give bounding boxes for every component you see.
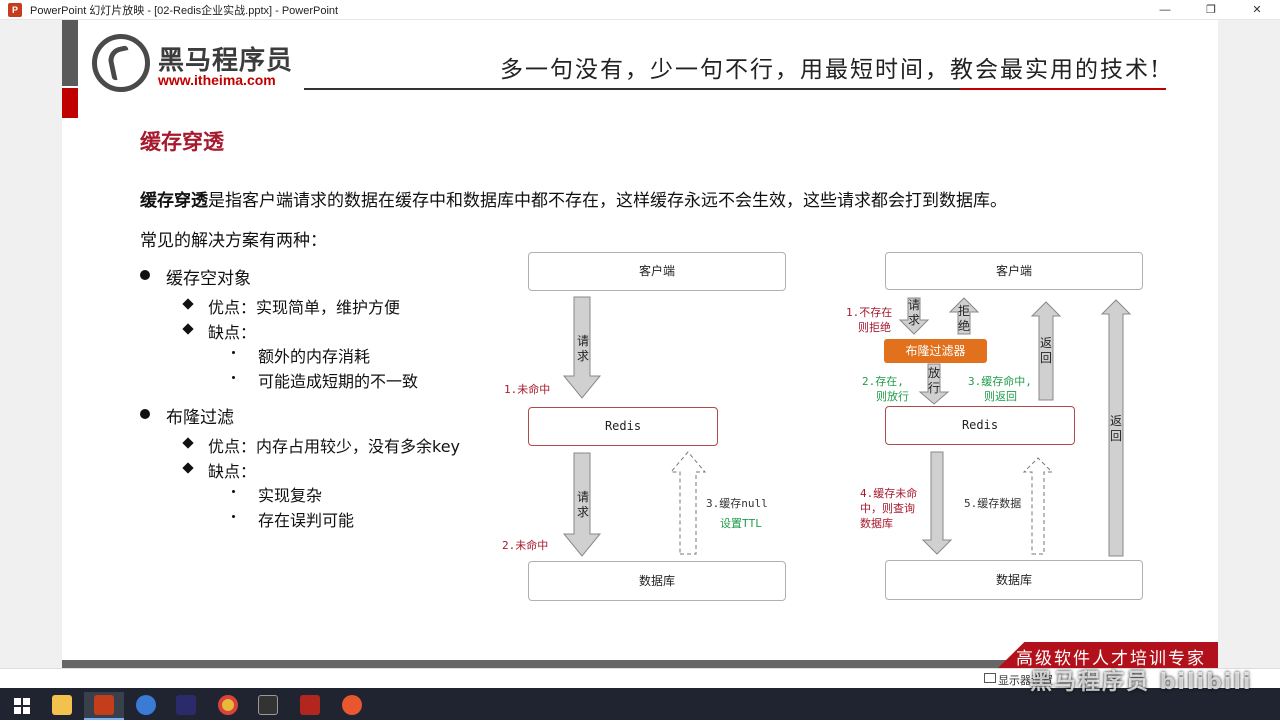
step-label: 3.缓存命中, xyxy=(968,375,1032,388)
app-icon[interactable] xyxy=(332,692,372,720)
restore-button[interactable]: ❐ xyxy=(1206,4,1216,16)
database-box: 数据库 xyxy=(528,561,786,601)
solution-con: 实现复杂 xyxy=(258,486,323,505)
redis-icon[interactable] xyxy=(290,692,330,720)
arrow-label: 放行 xyxy=(927,366,940,395)
minimize-button[interactable]: — xyxy=(1159,4,1171,16)
footer-tagline: 高级软件人才培训专家 xyxy=(1016,649,1206,668)
window-titlebar: P PowerPoint 幻灯片放映 - [02-Redis企业实战.pptx]… xyxy=(0,0,1280,20)
client-box-right: 客户端 xyxy=(885,252,1143,290)
arrow-cache-data xyxy=(1022,457,1054,555)
footer-bar xyxy=(62,660,1218,668)
slogan: 多一句没有，少一句不行，用最短时间，教会最实用的技术! xyxy=(500,57,1162,83)
solution-cons-label: 缺点： xyxy=(208,462,257,481)
step-label: 则拒绝 xyxy=(858,321,891,334)
arrow-reject xyxy=(948,297,980,335)
arrow-pass xyxy=(918,363,950,405)
horse-logo-icon xyxy=(92,34,150,92)
definition-text: 是指客户端请求的数据在缓存中和数据库中都不存在，这样缓存永远不会生效，这些请求都… xyxy=(208,191,1007,211)
header-decoration xyxy=(62,20,78,86)
slide-title: 缓存穿透 xyxy=(140,130,224,154)
arrow-request-1 xyxy=(562,296,602,399)
windows-start-icon[interactable] xyxy=(2,692,42,720)
step-label: 则放行 xyxy=(876,390,909,403)
slideshow-margin-left xyxy=(0,20,62,668)
definition-paragraph: 缓存穿透是指客户端请求的数据在缓存中和数据库中都不存在，这样缓存永远不会生效，这… xyxy=(140,186,1007,211)
step-label: 4.缓存未命 xyxy=(860,487,918,500)
logo-url: www.itheima.com xyxy=(158,72,276,88)
step-label: 2.存在, xyxy=(862,375,904,388)
statusbar: 显示器设置 xyxy=(0,668,1280,688)
solution-name: 缓存空对象 xyxy=(166,269,251,289)
diagram-arrows xyxy=(562,296,1132,557)
bullet-dot xyxy=(140,409,150,419)
arrow-label: 请求 xyxy=(576,490,589,519)
solution-cons-label: 缺点： xyxy=(208,323,257,342)
bullet-small xyxy=(232,376,235,379)
powerpoint-icon: P xyxy=(8,3,22,17)
solution-pros: 优点：内存占用较少，没有多余key xyxy=(208,437,461,456)
arrow-request-2 xyxy=(562,452,602,557)
bullet-small xyxy=(232,490,235,493)
file-explorer-icon[interactable] xyxy=(42,692,82,720)
bloom-filter-box: 布隆过滤器 xyxy=(884,339,987,363)
header-divider xyxy=(304,88,1166,90)
video-watermark: 黑马程序员 bilibili xyxy=(1030,670,1253,695)
arrow-label: 请求 xyxy=(907,298,920,327)
window-title: PowerPoint 幻灯片放映 - [02-Redis企业实战.pptx] -… xyxy=(30,5,339,17)
bullet-small xyxy=(232,515,235,518)
slideshow-margin-right xyxy=(1218,20,1280,668)
step-label: 1.未命中 xyxy=(504,383,551,396)
arrow-query-db xyxy=(921,451,953,555)
arrow-request-right xyxy=(898,297,930,335)
arrow-label: 返回 xyxy=(1109,414,1122,443)
client-box: 客户端 xyxy=(528,252,786,291)
intro-text: 常见的解决方案有两种： xyxy=(140,231,327,251)
arrow-return-1 xyxy=(1030,301,1062,401)
solution-con: 可能造成短期的不一致 xyxy=(258,372,419,391)
powerpoint-taskbar-icon[interactable] xyxy=(84,692,124,720)
arrow-label: 拒绝 xyxy=(957,304,970,333)
redis-box-right: Redis xyxy=(885,406,1075,445)
logo-text: 黑马程序员 xyxy=(158,46,294,76)
intellij-icon[interactable] xyxy=(166,692,206,720)
arrow-label: 返回 xyxy=(1039,336,1052,365)
arrow-label: 请求 xyxy=(576,334,589,363)
step-label: 5.缓存数据 xyxy=(964,497,1022,510)
header-divider-accent xyxy=(960,88,1166,90)
chrome-icon[interactable] xyxy=(208,692,248,720)
monitor-icon[interactable] xyxy=(984,673,996,683)
arrow-cache-null xyxy=(669,451,707,555)
close-button[interactable]: ✕ xyxy=(1252,4,1262,16)
redis-box: Redis xyxy=(528,407,718,446)
bullet-small xyxy=(232,351,235,354)
browser-icon[interactable] xyxy=(126,692,166,720)
windows-taskbar xyxy=(0,688,1280,720)
bullet-dot xyxy=(140,270,150,280)
step-label: 数据库 xyxy=(860,517,893,530)
terminal-icon[interactable] xyxy=(248,692,288,720)
arrow-return-2 xyxy=(1100,299,1132,557)
database-box-right: 数据库 xyxy=(885,560,1143,600)
solution-con: 存在误判可能 xyxy=(258,511,355,530)
solution-name: 布隆过滤 xyxy=(166,408,234,428)
step-label: 则返回 xyxy=(984,390,1017,403)
step-label: 2.未命中 xyxy=(502,539,549,552)
definition-term: 缓存穿透 xyxy=(140,191,208,211)
step-label: 中，则查询 xyxy=(860,502,915,515)
step-label: 1.不存在 xyxy=(846,306,893,319)
header-decoration-red xyxy=(62,88,78,118)
slide[interactable]: 黑马程序员 www.itheima.com 多一句没有，少一句不行，用最短时间，… xyxy=(62,20,1218,668)
solution-con: 额外的内存消耗 xyxy=(258,347,371,366)
display-settings[interactable]: 显示器设置 xyxy=(998,675,1053,687)
footer-banner xyxy=(998,642,1218,668)
solution-pros: 优点：实现简单，维护方便 xyxy=(208,298,401,317)
step-label: 设置TTL xyxy=(720,517,762,530)
step-label: 3.缓存null xyxy=(706,497,768,510)
